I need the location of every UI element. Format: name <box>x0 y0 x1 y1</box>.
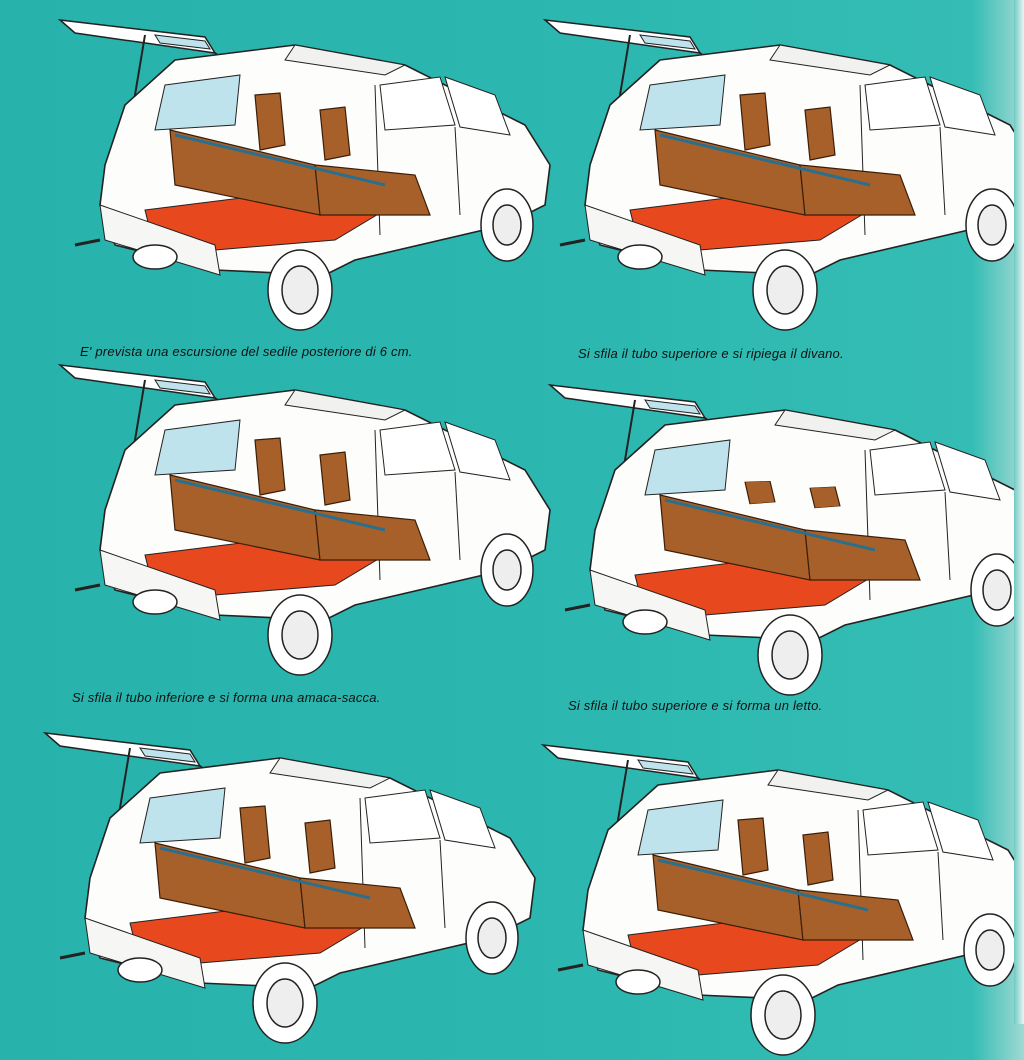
car-drawing <box>57 363 551 676</box>
caption-bed: Si sfila il tubo superiore e si forma un… <box>568 698 823 713</box>
caption-hammock: Si sfila il tubo inferiore e si forma un… <box>72 690 381 705</box>
car-illustration-4 <box>545 380 1024 700</box>
car-illustration-3 <box>55 360 555 680</box>
car-drawing <box>57 18 551 331</box>
car-illustration-2 <box>540 15 1024 335</box>
page-edge <box>1014 0 1024 1024</box>
car-drawing <box>540 743 1024 1056</box>
car-drawing <box>547 383 1024 696</box>
car-illustration-6 <box>538 740 1024 1060</box>
caption-seat-travel: E' prevista una escursione del sedile po… <box>80 344 413 359</box>
car-drawing <box>542 18 1024 331</box>
caption-fold-sofa: Si sfila il tubo superiore e si ripiega … <box>578 346 844 361</box>
car-drawing <box>42 731 536 1044</box>
car-illustration-1 <box>55 15 555 335</box>
car-illustration-5 <box>40 728 540 1048</box>
